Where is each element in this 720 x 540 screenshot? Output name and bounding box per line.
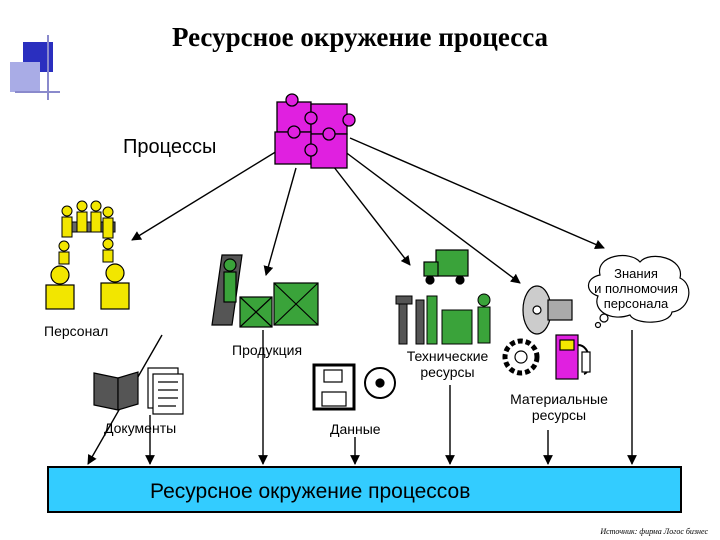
cd-disc-icon xyxy=(364,367,396,399)
workers-icon xyxy=(45,263,130,310)
arrow-to-personnel xyxy=(131,147,283,241)
tools-icon xyxy=(395,293,491,345)
products-icon xyxy=(211,254,319,328)
label-knowledge-line1: Знания xyxy=(614,266,658,281)
label-products: Продукция xyxy=(232,342,303,358)
meeting-icon xyxy=(58,200,116,265)
label-knowledge: Знания и полномочия персонала xyxy=(588,266,684,311)
arrow-to-knowledge xyxy=(349,137,605,249)
floppy-disk-icon xyxy=(312,363,356,411)
knowledge-cloud xyxy=(587,254,690,329)
label-documents: Документы xyxy=(104,420,177,436)
label-data: Данные xyxy=(330,421,381,437)
corner-square-light xyxy=(10,62,40,92)
fuel-pump-icon xyxy=(555,334,591,380)
puzzle-icon xyxy=(274,93,356,169)
label-processes: Процессы xyxy=(123,136,217,158)
gear-icon xyxy=(502,338,540,376)
arrow-to-materials xyxy=(339,147,521,284)
label-materials-line1: Материальные xyxy=(510,391,608,407)
source-note: Источник: фирма Логос бизнес xyxy=(600,527,708,536)
satellite-dish-icon xyxy=(522,285,573,335)
documents-icon xyxy=(93,367,184,415)
footer-box xyxy=(47,466,682,513)
arrow-to-technical xyxy=(329,161,411,266)
label-materials: Материальные ресурсы xyxy=(500,391,618,423)
label-knowledge-line2: и полномочия xyxy=(594,281,678,296)
label-materials-line2: ресурсы xyxy=(531,407,587,423)
label-technical-line1: Технические xyxy=(406,348,489,364)
page-title: Ресурсное окружение процесса xyxy=(171,22,549,52)
label-personnel: Персонал xyxy=(44,323,109,339)
label-knowledge-line3: персонала xyxy=(603,296,669,311)
label-technical: Технические ресурсы xyxy=(395,348,500,380)
truck-icon xyxy=(423,249,469,285)
footer-label: Ресурсное окружение процессов xyxy=(150,480,471,503)
label-technical-line2: ресурсы xyxy=(420,364,475,380)
arrow-to-products xyxy=(263,167,297,276)
